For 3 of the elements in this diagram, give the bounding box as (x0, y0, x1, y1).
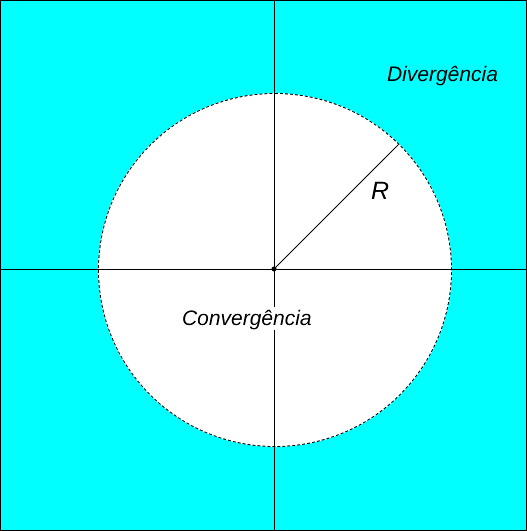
region-label: Divergência (387, 63, 498, 86)
radius-label: R (371, 178, 390, 206)
region-label: Convergência (181, 307, 313, 330)
